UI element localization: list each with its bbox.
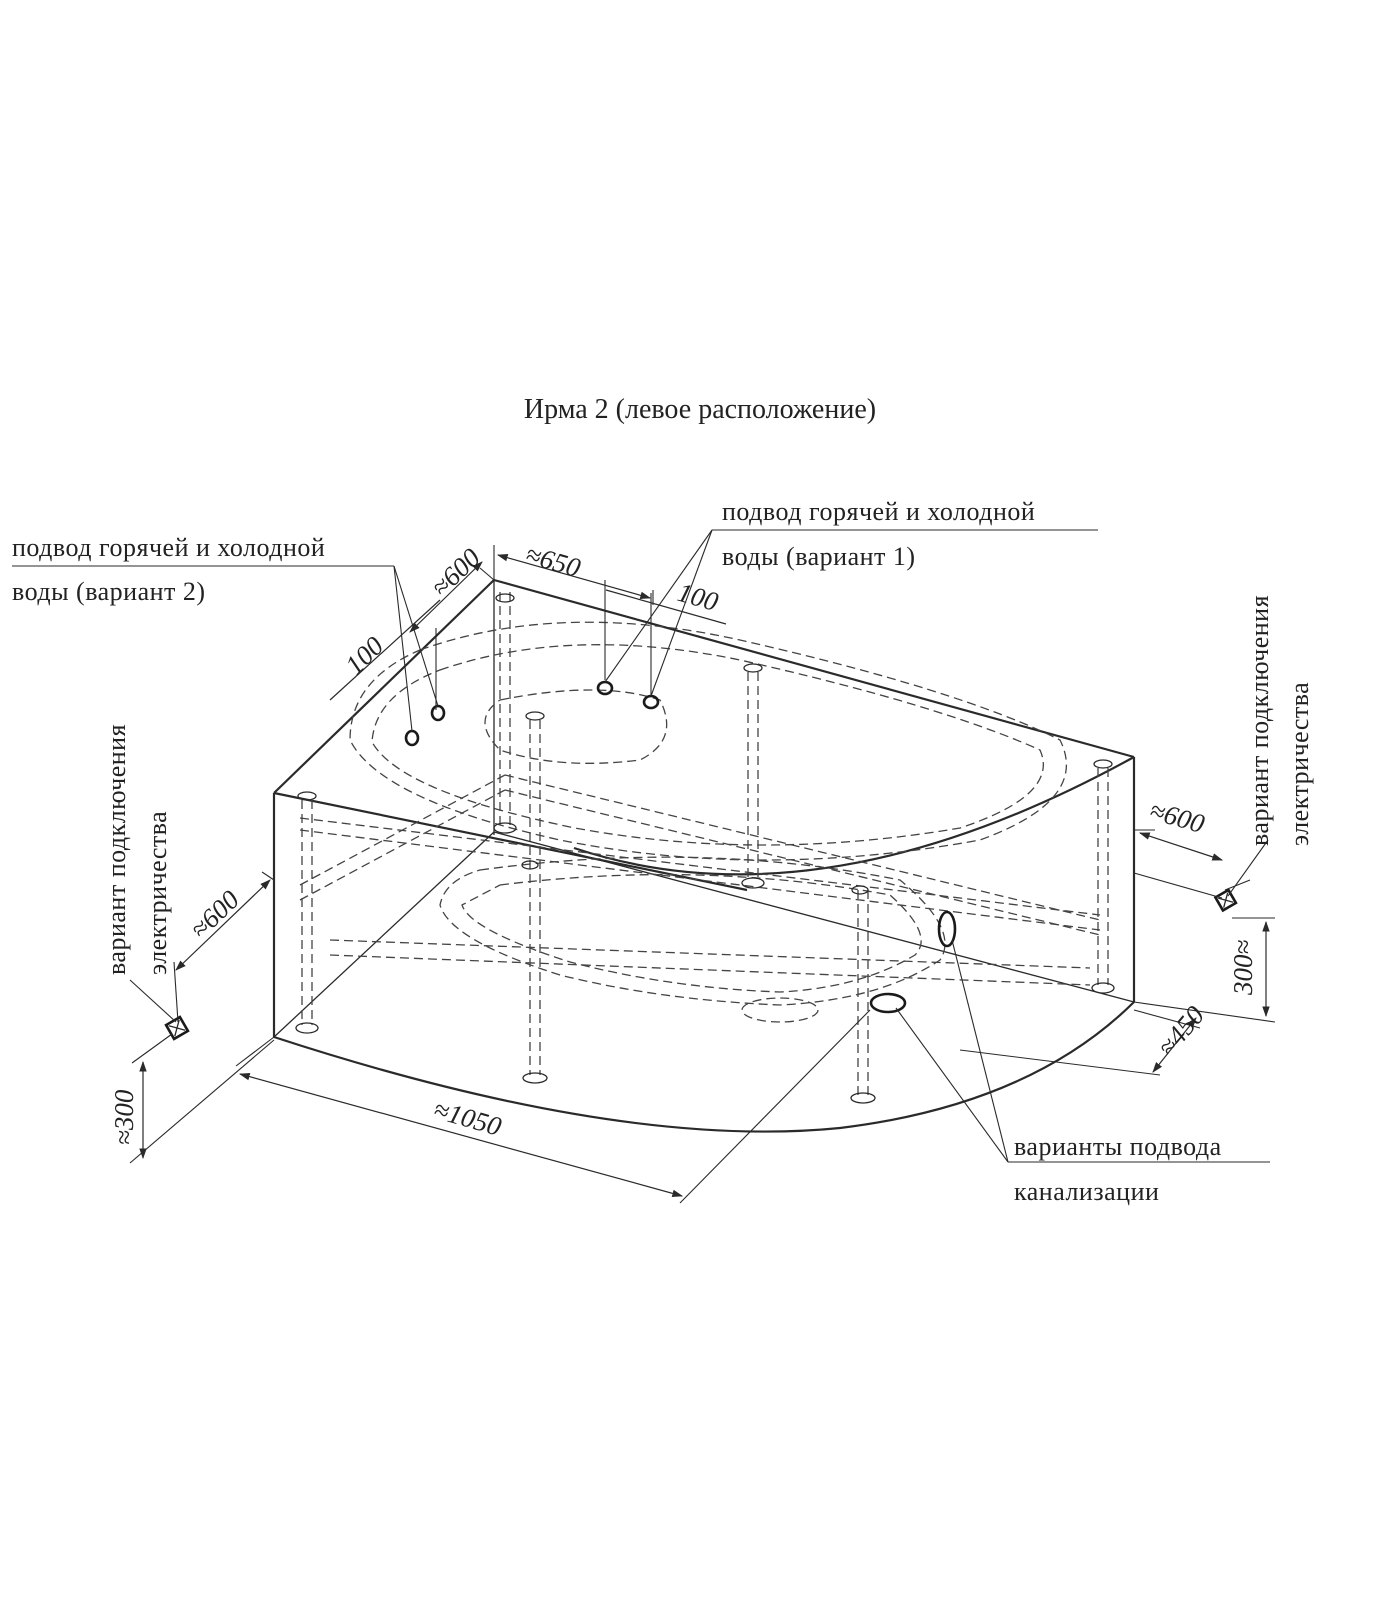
drain-ports [869, 910, 957, 1014]
water-port-icon [642, 694, 660, 710]
water-variant2-label-line2: воды (вариант 2) [12, 577, 206, 606]
electric-box-left [164, 1015, 190, 1041]
elec-left-label-line1: вариант подключения [102, 724, 131, 975]
water-ports-variant-1 [596, 680, 660, 710]
support-legs [295, 592, 1115, 1104]
drain-port-icon [869, 992, 907, 1014]
bathtub-frame [272, 578, 1136, 1133]
elec-left-label-line2: электричества [143, 811, 172, 975]
water-variant2-label-line1: подвод горячей и холодной [12, 533, 325, 562]
water-port-icon [430, 704, 446, 722]
electric-box-right [1213, 888, 1238, 913]
dim-depth-left: ≈600 [425, 542, 486, 602]
drain-label-line1: варианты подвода [1014, 1132, 1222, 1161]
dim-length: ≈1050 [430, 1094, 505, 1142]
dim-elec-right-height: 300≈ [1228, 940, 1258, 997]
dimension-lines [129, 545, 1276, 1204]
electric-socket-icon [1213, 888, 1238, 913]
dimension-texts: ≈650 100 ≈600 100 ≈600 ≈300 ≈1050 ≈600 3… [109, 539, 1258, 1145]
dim-elec-right-dist: ≈600 [1146, 795, 1208, 839]
drain-label-line2: канализации [1014, 1177, 1159, 1206]
electric-socket-icon [164, 1015, 190, 1041]
diagram-title: Ирма 2 (левое расположение) [524, 394, 876, 425]
leader-lines [12, 529, 1270, 1163]
elec-right-label-line1: вариант подключения [1245, 595, 1274, 846]
elec-right-label-line2: электричества [1285, 682, 1314, 846]
water-port-icon [596, 680, 614, 696]
water-variant1-label-line1: подвод горячей и холодной [722, 497, 1035, 526]
dim-elec-left-dist: ≈600 [184, 884, 245, 944]
dim-drain-dist: ≈450 [1152, 1000, 1211, 1062]
drain-port-icon [937, 910, 957, 948]
dim-elec-left-height: ≈300 [109, 1089, 139, 1145]
water-variant1-label-line2: воды (вариант 1) [722, 542, 916, 571]
bathtub-hidden-lines [295, 592, 1115, 1104]
dim-width-top: ≈650 [522, 539, 584, 583]
annotation-texts: подвод горячей и холодной воды (вариант … [12, 497, 1314, 1206]
water-port-icon [404, 729, 420, 747]
